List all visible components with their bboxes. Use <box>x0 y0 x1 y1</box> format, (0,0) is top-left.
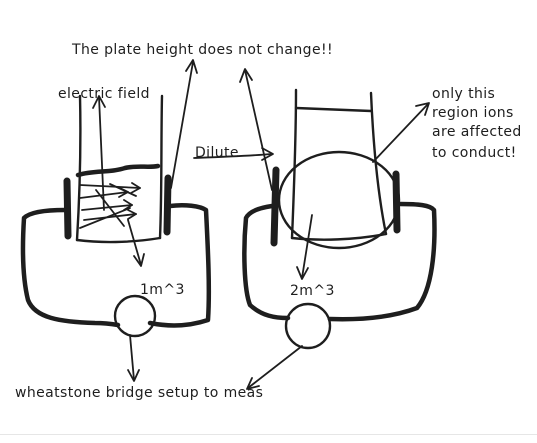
region-note-line4: to conduct! <box>432 145 517 161</box>
wheatstone-label: wheatstone bridge setup to meas <box>15 385 263 401</box>
title-annotation: The plate height does not change!! <box>71 42 333 58</box>
arrow-title-to-left-plate <box>170 61 194 189</box>
left-plate-1 <box>63 177 72 240</box>
arrow-right-to-wheatstone <box>247 345 303 389</box>
region-note-line3: are affected <box>432 124 522 140</box>
arrow-left-to-wheatstone <box>129 334 135 381</box>
arrow-dilute <box>193 153 273 159</box>
arrow-left-to-1m3 <box>127 219 142 266</box>
left-field-arrows <box>79 182 141 229</box>
left-plate-2 <box>163 174 172 236</box>
left-liquid-surface <box>75 163 161 178</box>
arrow-region-to-oval <box>372 103 429 163</box>
left-meter-circle <box>113 294 157 338</box>
volume-left-label: 1m^3 <box>140 282 185 298</box>
arrow-title-to-right-plate <box>244 69 273 191</box>
right-plate-1 <box>270 166 280 247</box>
left-circuit-wire <box>20 207 121 328</box>
right-meter-circle <box>284 302 332 350</box>
dilute-label: Dilute <box>195 145 239 161</box>
bottom-divider <box>0 434 537 435</box>
region-note-line1: only this <box>432 86 495 102</box>
region-note-line2: region ions <box>432 105 514 121</box>
right-circuit-wire <box>242 203 291 321</box>
volume-right-label: 2m^3 <box>290 283 335 299</box>
arrow-right-to-2m3 <box>301 214 313 279</box>
right-beaker <box>290 88 388 241</box>
electric-field-label: electric field <box>58 86 150 102</box>
right-plate-2 <box>392 170 401 234</box>
left-beaker <box>75 94 164 244</box>
arrow-electric-field <box>98 96 105 211</box>
